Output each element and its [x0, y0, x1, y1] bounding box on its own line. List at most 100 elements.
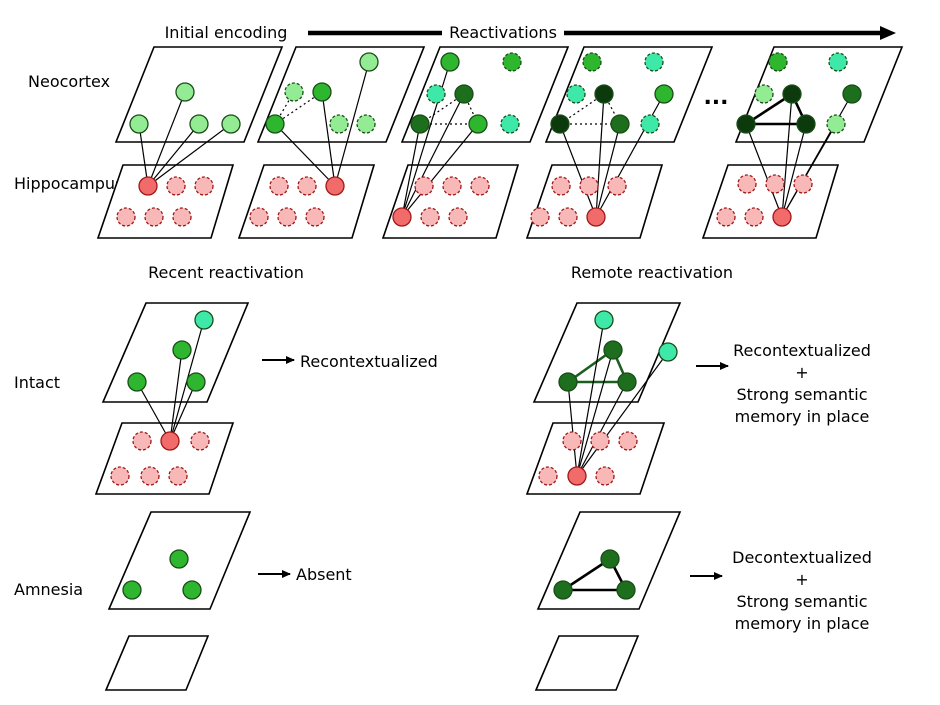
intact-remote-plus: + [795, 363, 808, 382]
connection-edge [274, 123, 336, 187]
neocortex-node [356, 114, 376, 134]
connection-edge [136, 381, 171, 442]
hippo-2-active-node [325, 176, 345, 196]
neocortex-node [194, 310, 214, 330]
hippocampus-panel-2 [237, 164, 376, 239]
neocortex-node [617, 372, 637, 392]
hippo-5-inactive-node [744, 207, 764, 227]
intact-remote-outcome-3: memory in place [735, 407, 870, 426]
amnesia-recent-outcome: Absent [296, 565, 352, 584]
connection-edge [147, 123, 200, 187]
connection-edge [169, 349, 183, 442]
amnesia-remote-plus: + [795, 570, 808, 589]
connection-edge [781, 123, 807, 218]
remote-reactivation-label: Remote reactivation [571, 263, 733, 282]
amnesia-remote-outcome-1: Decontextualized [732, 548, 872, 567]
connection-edge [321, 91, 336, 187]
connection-edge [576, 381, 628, 477]
neocortex-node [558, 372, 578, 392]
connection-edge [169, 381, 197, 442]
hippocampus-label: Hippocampus [14, 174, 123, 193]
neocortex-node [189, 114, 209, 134]
hippo-3-inactive-node [442, 176, 462, 196]
recent-reactivation-label: Recent reactivation [148, 263, 304, 282]
intact-recent-hippo-inactive-node [190, 431, 210, 451]
dotted-edge [419, 93, 465, 125]
hippo-5-inactive-node [765, 174, 785, 194]
connection-edge [781, 123, 837, 218]
neocortex-node [359, 52, 379, 72]
neocortex-node [594, 84, 614, 104]
dotted-edge [559, 93, 605, 125]
connection-edge [147, 91, 186, 187]
neocortex-node [221, 114, 241, 134]
neocortex-panel-2 [256, 46, 426, 143]
neocortex-node [566, 84, 586, 104]
connection-edge [576, 319, 605, 477]
hippo-2-inactive-node [269, 176, 289, 196]
connection-edge [401, 123, 479, 218]
hippo-4-inactive-node [579, 176, 599, 196]
neocortex-node [582, 52, 602, 72]
neocortex-node [594, 310, 614, 330]
hippo-3-inactive-node [414, 176, 434, 196]
connection-edge [401, 93, 465, 218]
neocortex-node [172, 340, 192, 360]
hippo-4-inactive-node [551, 176, 571, 196]
connection-edge [745, 123, 783, 218]
reactivations-label: Reactivations [449, 23, 557, 42]
connection-edge [595, 93, 665, 218]
connection-edge [334, 61, 370, 187]
neocortex-node [169, 549, 189, 569]
neocortex-node [500, 114, 520, 134]
neocortex-node [329, 114, 349, 134]
hippo-5-inactive-node [793, 174, 813, 194]
amnesia-label: Amnesia [14, 580, 83, 599]
intact-remote-hippo-inactive-node [595, 466, 615, 486]
neocortex-panel-4 [544, 46, 714, 143]
hippo-2-inactive-node [297, 176, 317, 196]
intact-label: Intact [14, 373, 60, 392]
hippo-5-inactive-node [737, 174, 757, 194]
intact-remote-outcome-2: Strong semantic [736, 385, 867, 404]
connection-edge [567, 381, 578, 477]
neocortex-node [550, 114, 570, 134]
neocortex-node [754, 84, 774, 104]
neocortex-node [265, 114, 285, 134]
neocortex-node [644, 52, 664, 72]
neocortex-node [284, 82, 304, 102]
neocortex-node [828, 52, 848, 72]
neocortex-label: Neocortex [28, 72, 110, 91]
hippo-4-inactive-node [530, 207, 550, 227]
connection-edge [147, 123, 232, 187]
amnesia-recent-hippocampus-panel [104, 635, 210, 691]
neocortex-node [826, 114, 846, 134]
neocortex-node [426, 84, 446, 104]
neocortex-node [175, 82, 195, 102]
neocortex-node [640, 114, 660, 134]
intact-remote-hippo-inactive-node [590, 431, 610, 451]
intact-recent-hippo-inactive-node [168, 466, 188, 486]
connection-edge [138, 123, 149, 187]
connection-edge [781, 93, 793, 218]
intact-remote-hippo-inactive-node [538, 466, 558, 486]
intact-recent-hippo-active-node [160, 431, 180, 451]
neocortex-node [122, 580, 142, 600]
connection-edge [595, 123, 621, 218]
neocortex-node [186, 372, 206, 392]
neocortex-node [600, 549, 620, 569]
hippo-2-inactive-node [305, 207, 325, 227]
hippo-3-inactive-node [420, 207, 440, 227]
neocortex-node [768, 52, 788, 72]
neocortex-node [842, 84, 862, 104]
amnesia-remote-outcome-2: Strong semantic [736, 592, 867, 611]
neocortex-node [603, 340, 623, 360]
intact-recent-hippo-inactive-node [140, 466, 160, 486]
neocortex-node [127, 372, 147, 392]
intact-recent-outcome: Recontextualized [300, 352, 438, 371]
hippo-4-inactive-node [607, 176, 627, 196]
hippo-2-inactive-node [249, 207, 269, 227]
neocortex-node [782, 84, 802, 104]
neocortex-node [616, 580, 636, 600]
